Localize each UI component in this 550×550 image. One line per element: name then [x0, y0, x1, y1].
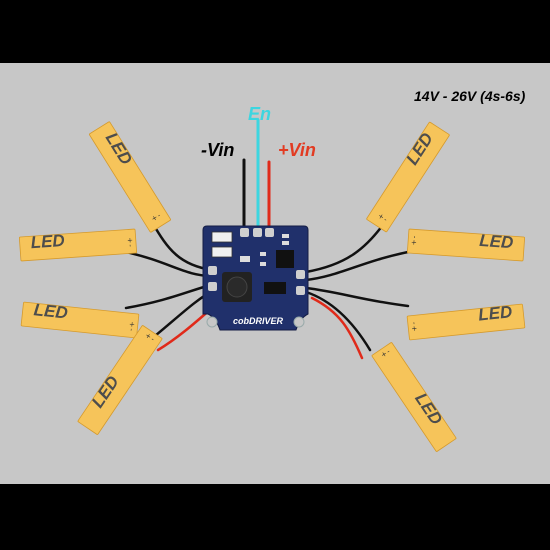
- svg-text:+: +: [376, 212, 385, 222]
- svg-text:+: +: [150, 213, 159, 223]
- driver-board: cobDRIVER: [202, 225, 309, 331]
- positive-terminal-label: +Vin: [278, 140, 316, 160]
- wire-right-4: [304, 290, 372, 352]
- svg-text:-: -: [126, 244, 134, 248]
- inductor: [222, 272, 252, 302]
- svg-text:-: -: [149, 335, 156, 343]
- svg-text:-: -: [127, 328, 135, 332]
- board-label: cobDRIVER: [233, 316, 284, 326]
- led-strip-left-1: LED + -: [88, 121, 172, 233]
- led-strip-left-2: LED + -: [18, 228, 138, 262]
- svg-text:+: +: [410, 239, 418, 246]
- svg-text:-: -: [156, 211, 163, 219]
- svg-text:-: -: [410, 235, 418, 239]
- led-strip-right-4: LED + -: [371, 341, 457, 453]
- led-label: LED: [30, 231, 65, 252]
- svg-text:+: +: [126, 237, 134, 244]
- led-strip-right-1: LED + -: [365, 121, 451, 233]
- negative-terminal-label: -Vin: [201, 140, 235, 160]
- supply-range-label: 14V - 26V (4s-6s): [414, 88, 526, 104]
- capacitor: [211, 231, 233, 243]
- led-label: LED: [477, 302, 513, 324]
- led-strip-left-4: LED + -: [77, 324, 163, 436]
- wire-left-3: [124, 282, 216, 310]
- svg-text:+: +: [379, 349, 388, 359]
- led-label: LED: [33, 300, 69, 322]
- mosfet: [264, 282, 286, 294]
- led-strip-right-2: LED + -: [406, 228, 526, 262]
- svg-text:+: +: [128, 321, 137, 328]
- svg-text:+: +: [144, 331, 153, 341]
- wire-right-3: [304, 286, 410, 308]
- wire-right-2: [304, 250, 410, 282]
- driver-ic: [276, 250, 294, 268]
- led-label: LED: [479, 231, 514, 252]
- led-strip-right-3: LED + -: [406, 302, 526, 341]
- svg-text:-: -: [410, 321, 418, 325]
- wire-left-2: [124, 250, 214, 278]
- svg-text:+: +: [410, 325, 419, 332]
- wire-right-1: [304, 220, 387, 274]
- enable-terminal-label: En: [248, 104, 272, 124]
- led-strip-left-3: LED + -: [20, 300, 140, 339]
- svg-text:-: -: [385, 347, 392, 355]
- wire-group: [124, 118, 410, 360]
- svg-text:-: -: [382, 216, 389, 224]
- wire-right-red: [310, 296, 364, 360]
- capacitor: [211, 246, 233, 258]
